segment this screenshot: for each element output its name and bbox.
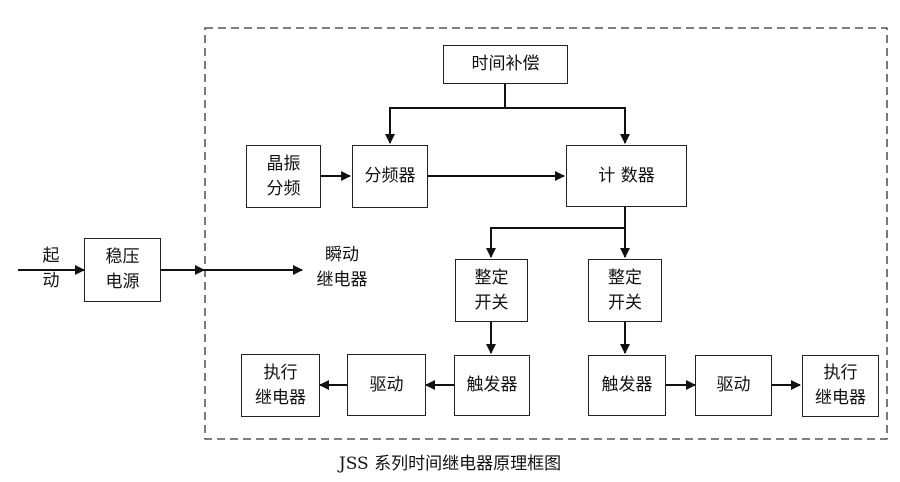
- setting-switch-left-line1: 整定: [474, 267, 509, 288]
- trigger-right-label: 触发器: [601, 375, 653, 395]
- exec-relay-left-block: 执行继电器: [241, 354, 320, 417]
- exec-relay-left-line1: 执行: [263, 362, 298, 383]
- start-label-line1: 起: [42, 246, 60, 266]
- driver-right-block: 驱动: [695, 355, 772, 416]
- setting-switch-left-line2: 开关: [474, 292, 509, 313]
- counter-label: 计 数器: [598, 165, 655, 186]
- instant-relay-label: 瞬动 继电器: [302, 243, 382, 293]
- system-boundary: [204, 27, 888, 440]
- exec-relay-right-line2: 继电器: [815, 388, 866, 408]
- regulated-power-block: 稳压电源: [84, 238, 161, 302]
- regulated-power-line2: 电源: [105, 272, 140, 292]
- regulated-power-line1: 稳压: [105, 247, 140, 267]
- arrow-compensation-to-counter: [505, 107, 630, 144]
- time-compensation-block: 时间补偿: [443, 45, 568, 84]
- start-label: 起 动: [36, 244, 66, 294]
- crystal-divider-line2: 分频: [266, 178, 301, 199]
- setting-switch-right-block: 整定开关: [588, 259, 662, 322]
- instant-relay-line1: 瞬动: [325, 245, 359, 265]
- driver-right-label: 驱动: [716, 375, 751, 395]
- setting-switch-right-line1: 整定: [608, 267, 642, 288]
- driver-left-block: 驱动: [347, 354, 426, 416]
- frequency-divider-label: 分频器: [364, 166, 416, 186]
- arrow-counter-to-switch-left: [486, 207, 626, 258]
- trigger-left-block: 触发器: [454, 355, 530, 416]
- exec-relay-right-block: 执行继电器: [802, 355, 879, 417]
- crystal-divider-line1: 晶振: [266, 153, 301, 174]
- exec-relay-left-line2: 继电器: [255, 387, 306, 408]
- frequency-divider-block: 分频器: [352, 145, 428, 208]
- setting-switch-right-line2: 开关: [608, 292, 642, 313]
- exec-relay-right-line1: 执行: [823, 363, 858, 383]
- start-label-line2: 动: [42, 271, 60, 291]
- arrow-compensation-to-divider: [385, 84, 506, 144]
- setting-switch-left-block: 整定开关: [455, 259, 528, 322]
- trigger-right-block: 触发器: [588, 355, 666, 416]
- arrow-power-branch-marker: [195, 265, 205, 275]
- time-compensation-label: 时间补偿: [471, 54, 540, 74]
- diagram-caption: JSS 系列时间继电器原理框图: [338, 454, 562, 474]
- counter-block: 计 数器: [566, 145, 687, 207]
- crystal-divider-block: 晶振分频: [246, 145, 321, 208]
- instant-relay-line2: 继电器: [316, 270, 368, 290]
- driver-left-label: 驱动: [369, 374, 404, 395]
- trigger-left-label: 触发器: [466, 375, 518, 395]
